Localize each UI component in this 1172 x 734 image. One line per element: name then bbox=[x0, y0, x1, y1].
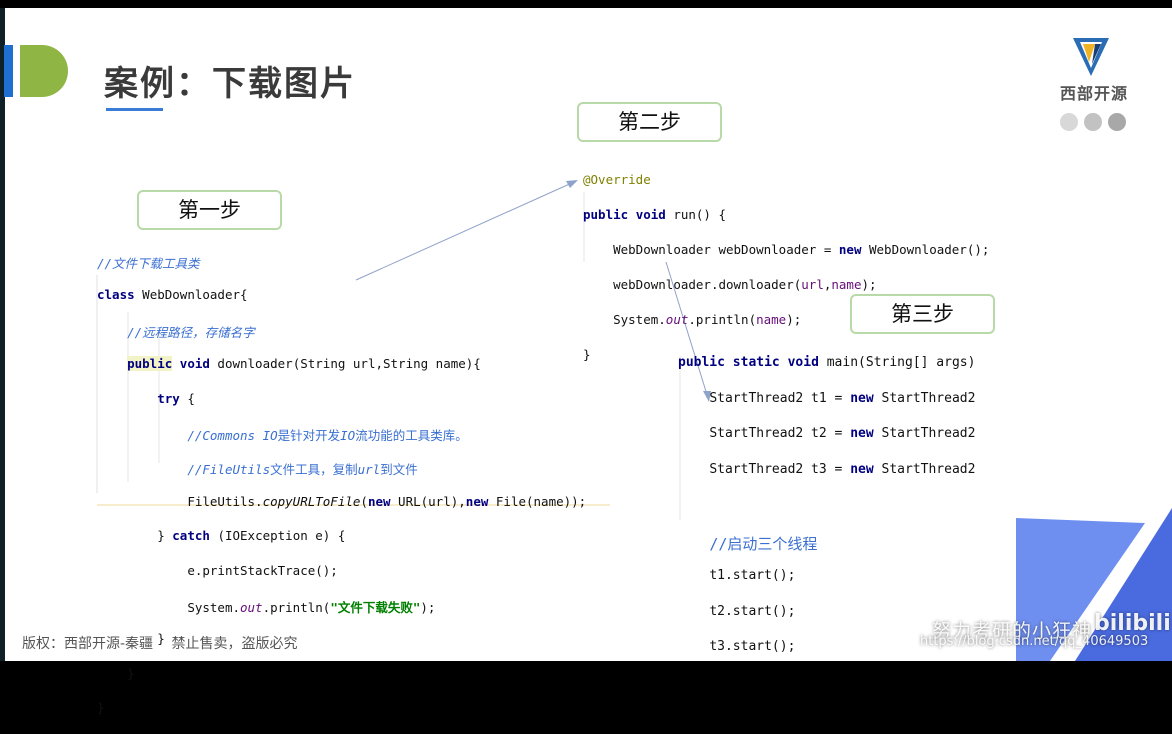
window-edge bbox=[0, 8, 5, 661]
step-two-label: 第二步 bbox=[577, 102, 722, 142]
code-block-run: @Override public void run() { WebDownloa… bbox=[583, 172, 990, 362]
arrow-step1-to-step2 bbox=[355, 181, 575, 281]
brand-name: 西部开源 bbox=[1060, 84, 1129, 103]
slide-title: 案例：下载图片 bbox=[104, 64, 356, 104]
accent-tab-green bbox=[20, 45, 68, 97]
title-underline bbox=[106, 108, 163, 111]
copyright-footer: 版权：西部开源-秦疆 禁止售卖，盗版必究 bbox=[22, 636, 298, 652]
bilibili-logo: bilibili bbox=[1094, 611, 1171, 636]
uploader-watermark: 努力考研的小狂神 bbox=[932, 620, 1093, 642]
decor-triangle bbox=[1075, 508, 1172, 661]
arrow-head bbox=[703, 391, 711, 402]
code-block-downloader: //文件下载工具类 class WebDownloader{ //远程路径，存储… bbox=[97, 256, 587, 716]
arrow-step2-to-step3 bbox=[665, 261, 709, 399]
decor-triangle bbox=[1016, 518, 1145, 661]
arrow-head bbox=[566, 180, 578, 188]
pager-dot bbox=[1108, 113, 1126, 131]
code-block-main: public static void main(String[] args) S… bbox=[678, 355, 976, 654]
pager-dot bbox=[1084, 113, 1102, 131]
code-comment: //远程路径，存储名字 bbox=[127, 324, 255, 340]
step-one-label: 第一步 bbox=[137, 190, 282, 230]
source-url-watermark: https://blog.csdn.net/qq_40649503 bbox=[920, 634, 1149, 649]
accent-bar-blue bbox=[4, 45, 13, 97]
arrows bbox=[96, 180, 1172, 661]
brand-logo-icon bbox=[1073, 38, 1109, 76]
code-comment: //文件下载工具类 bbox=[97, 256, 200, 271]
step-three-label: 第三步 bbox=[850, 294, 995, 334]
pager-dot bbox=[1060, 113, 1078, 131]
